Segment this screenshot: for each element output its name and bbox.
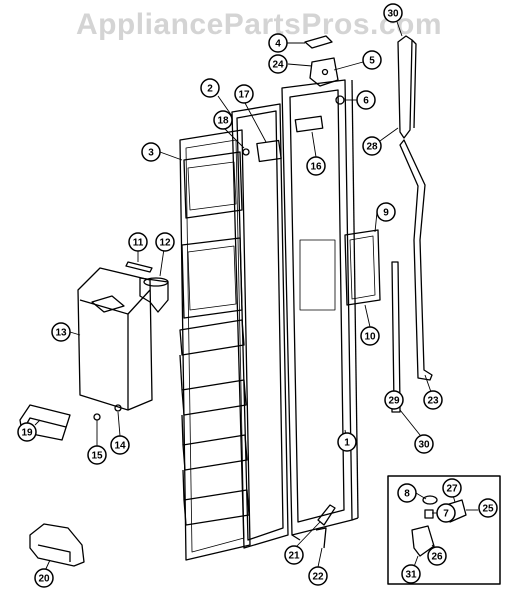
callout-circle: [376, 202, 396, 222]
callout-circle: [268, 33, 288, 53]
inset-box: [387, 475, 501, 585]
dispenser-housing: [77, 267, 153, 411]
callout-circle: [51, 322, 71, 342]
callout-circle: [110, 435, 130, 455]
callout-15: 15: [91, 451, 103, 462]
callout-circle: [414, 434, 434, 454]
callout-9: 9: [383, 208, 389, 219]
callout-6: 6: [363, 96, 369, 107]
callout-31: 31: [405, 570, 417, 581]
callout-circle: [384, 390, 404, 410]
callout-circle: [155, 232, 175, 252]
bottom-hinge: [315, 504, 336, 549]
callout-19: 19: [21, 428, 33, 439]
callout-8: 8: [404, 489, 410, 500]
dispenser-top-parts: [125, 261, 169, 313]
callout-circle: [397, 483, 417, 503]
callout-17: 17: [238, 90, 250, 101]
callout-26: 26: [431, 552, 443, 563]
callout-2: 2: [207, 84, 213, 95]
callout-circle: [306, 156, 326, 176]
callout-23: 23: [427, 396, 439, 407]
callout-circle: [356, 90, 376, 110]
door-rail: [397, 35, 433, 381]
watermark: AppliancePartsPros.com: [75, 8, 443, 41]
callout-labels: 1 2 3 4 5 6 7 8 9 10 11 12 13 14 15 16 1…: [17, 3, 498, 588]
callout-1: 1: [344, 438, 350, 449]
callout-10: 10: [364, 332, 376, 343]
callout-circle: [362, 50, 382, 70]
callout-30-top: 30: [387, 9, 399, 20]
callout-3: 3: [148, 148, 154, 159]
callout-circle: [360, 326, 380, 346]
callout-circle: [284, 545, 304, 565]
callout-circle: [478, 498, 498, 518]
bottom-handle: [29, 523, 85, 567]
callout-circle: [213, 110, 233, 130]
callout-circle: [442, 478, 462, 498]
callout-circle: [423, 390, 443, 410]
callout-21: 21: [288, 551, 300, 562]
callout-24: 24: [272, 60, 284, 71]
callout-circle: [34, 568, 54, 588]
callout-22: 22: [312, 572, 324, 583]
callout-29: 29: [388, 396, 400, 407]
door-outer-panel: [281, 79, 359, 541]
door-liner: [179, 129, 251, 561]
callout-circle: [268, 54, 288, 74]
trim-strip: [391, 261, 401, 413]
callout-16: 16: [310, 162, 322, 173]
callout-circle: [234, 84, 254, 104]
callout-circle: [128, 232, 148, 252]
callout-4: 4: [275, 39, 281, 50]
callout-circle: [362, 136, 382, 156]
callout-28: 28: [366, 142, 378, 153]
top-hinge-parts: [304, 35, 345, 105]
callout-circle: [427, 546, 447, 566]
callout-13: 13: [55, 328, 67, 339]
callout-7: 7: [443, 509, 449, 520]
callout-18: 18: [217, 116, 229, 127]
callout-30-bottom: 30: [418, 440, 430, 451]
callout-circle: [436, 503, 456, 523]
callout-14: 14: [114, 441, 126, 452]
callout-circle: [87, 445, 107, 465]
callout-5: 5: [369, 56, 375, 67]
screws: [93, 404, 122, 421]
callout-27: 27: [446, 484, 458, 495]
callout-circle: [383, 3, 403, 23]
callout-circle: [337, 432, 357, 452]
callout-11: 11: [133, 238, 144, 249]
dispenser-frame: [344, 229, 381, 306]
callout-circle: [17, 422, 37, 442]
callout-circle: [308, 566, 328, 586]
callout-25: 25: [482, 504, 494, 515]
top-bracket: [242, 115, 324, 163]
callout-circle: [141, 142, 161, 162]
callout-circle: [200, 78, 220, 98]
door-gasket: [231, 103, 289, 549]
callout-20: 20: [38, 574, 50, 585]
callout-12: 12: [159, 238, 171, 249]
callout-circle: [401, 564, 421, 584]
